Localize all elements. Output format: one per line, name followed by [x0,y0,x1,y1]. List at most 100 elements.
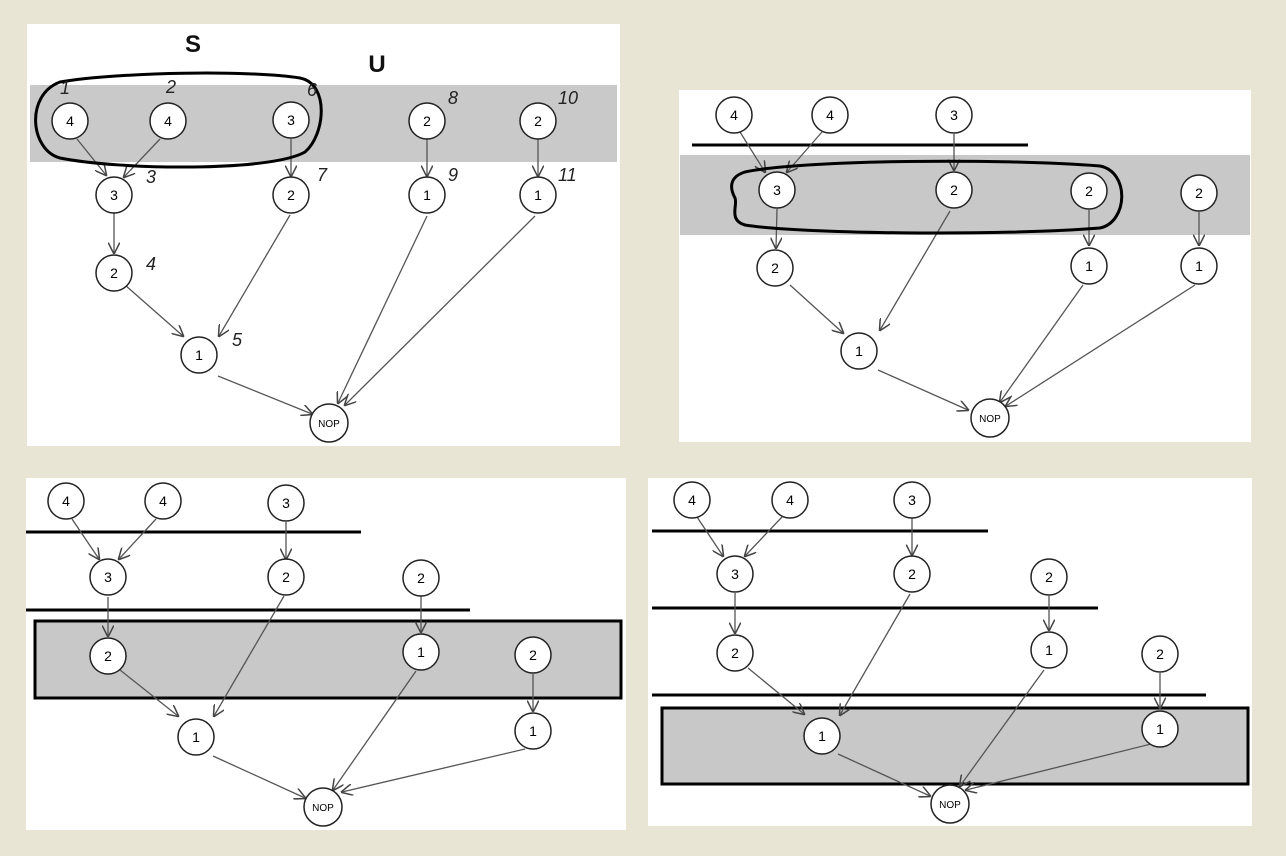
edge [739,131,765,172]
edge [840,593,911,715]
node: 2 [1030,558,1068,596]
node: 2 [514,636,552,674]
node-label: NOP [318,419,340,430]
edge [119,518,157,559]
edge [696,516,723,556]
node-label: 4 [159,493,167,509]
highlight-box [660,706,1250,786]
node-label: 2 [282,569,290,585]
node-label: 1 [417,644,425,660]
node-nop: NOP [303,787,343,827]
node-label: 3 [287,112,295,128]
node: 4 [771,481,809,519]
selection-ellipse [730,159,1124,235]
edges [739,131,1199,410]
node-label: 2 [950,182,958,198]
node-label: 1 [1156,721,1164,737]
node-label: NOP [939,800,961,811]
edge [960,669,1045,786]
node: 3 [267,484,305,522]
node: 1 [177,718,215,756]
edge [342,748,526,792]
node-label: 4 [730,107,738,123]
node-label: 2 [1156,646,1164,662]
annotation: 1 [60,78,70,98]
node: 2 [408,102,446,140]
edge [789,284,843,333]
node-label: 4 [688,492,696,508]
node: 2 [893,555,931,593]
annotation: 10 [558,88,578,108]
node: 2 [1070,172,1108,210]
node: 2 [402,559,440,597]
edge [212,755,305,798]
node-label: 1 [529,723,537,739]
node-label: 2 [1195,185,1203,201]
node-label: 1 [1195,258,1203,274]
node: 4 [673,481,711,519]
node-label: 3 [773,182,781,198]
node: 4 [811,96,849,134]
node-label: 2 [529,647,537,663]
node-label: 1 [855,343,863,359]
node-label: 3 [104,569,112,585]
edge [338,215,428,403]
node-label: 4 [826,107,834,123]
edge [747,667,804,714]
node-label: 1 [423,187,431,203]
node: 3 [893,481,931,519]
node-nop: NOP [309,403,349,443]
annotation: 6 [307,80,318,100]
node-annotations: 1 2 3 4 5 6 7 8 9 10 11 [60,77,578,350]
node: 1 [1070,247,1108,285]
label-s: S [185,31,201,58]
node: 2 [756,249,794,287]
node: 1 [1180,247,1218,285]
node-label: 4 [66,113,74,129]
node-label: 1 [534,187,542,203]
edge [76,138,106,175]
node: 2 [519,102,557,140]
annotation: 9 [448,165,458,185]
panel-top-right: 4 4 3 3 2 2 2 2 1 1 1 NOP [679,90,1251,442]
node-label: 2 [534,113,542,129]
node-label: 2 [417,570,425,586]
node-label: 3 [908,492,916,508]
node: 3 [95,176,133,214]
edge [877,369,968,410]
annotation: 5 [232,330,243,350]
edge [1000,284,1084,402]
selection-ellipse [34,71,323,169]
node-label: 3 [731,566,739,582]
edge [837,753,930,796]
node: 1 [519,176,557,214]
edge [333,670,417,790]
annotation: 2 [165,77,176,97]
node: 1 [803,717,841,755]
node: 4 [47,482,85,520]
node: 4 [149,102,187,140]
panel-top-left: S U 4 4 3 [27,24,620,446]
edge [217,375,312,414]
node-label: 1 [1085,258,1093,274]
node: 1 [402,633,440,671]
edges [696,516,1160,796]
node-label: 2 [1085,183,1093,199]
node: 2 [1180,174,1218,212]
node: 1 [408,176,446,214]
edge [119,669,178,716]
node: 1 [514,712,552,750]
node-label: 2 [731,645,739,661]
node-label: 2 [104,648,112,664]
node-label: 1 [192,729,200,745]
node: 2 [716,634,754,672]
node-label: 3 [110,187,118,203]
node: 2 [95,254,133,292]
node-label: 2 [908,566,916,582]
node-label: 2 [423,113,431,129]
panel-bottom-right: 4 4 3 3 2 2 2 1 2 1 1 NOP [648,478,1252,826]
annotation: 11 [558,165,577,185]
annotation: 4 [146,254,156,274]
panel-bottom-left: 4 4 3 3 2 2 2 1 2 1 1 NOP [26,478,626,830]
